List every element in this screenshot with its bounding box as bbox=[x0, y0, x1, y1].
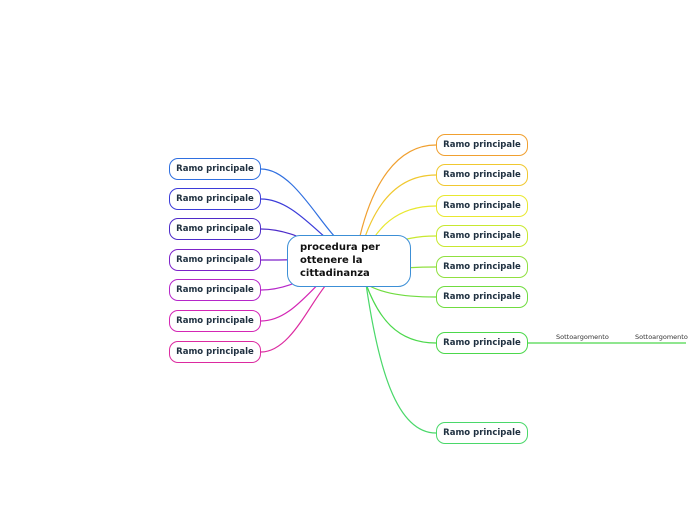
right-branch-node[interactable]: Ramo principale bbox=[436, 164, 528, 186]
branch-label: Ramo principale bbox=[176, 285, 254, 295]
left-branch-node[interactable]: Ramo principale bbox=[169, 310, 261, 332]
branch-label: Ramo principale bbox=[443, 140, 521, 150]
branch-label: Ramo principale bbox=[443, 231, 521, 241]
branch-label: Ramo principale bbox=[176, 224, 254, 234]
right-branch-node[interactable]: Ramo principale bbox=[436, 195, 528, 217]
subtopic-label[interactable]: Sottoargomento bbox=[556, 333, 609, 341]
left-branch-connector bbox=[260, 168, 337, 239]
left-branch-node[interactable]: Ramo principale bbox=[169, 249, 261, 271]
branch-label: Ramo principale bbox=[443, 428, 521, 438]
branch-label: Ramo principale bbox=[176, 316, 254, 326]
right-branch-connector bbox=[359, 144, 437, 237]
right-branch-connector bbox=[365, 283, 437, 434]
branch-label: Ramo principale bbox=[176, 194, 254, 204]
right-branch-node[interactable]: Ramo principale bbox=[436, 332, 528, 354]
right-branch-node[interactable]: Ramo principale bbox=[436, 225, 528, 247]
right-branch-connector bbox=[361, 174, 437, 247]
right-branch-connector bbox=[365, 283, 437, 344]
right-branch-node[interactable]: Ramo principale bbox=[436, 134, 528, 156]
right-branch-node[interactable]: Ramo principale bbox=[436, 256, 528, 278]
right-branch-node[interactable]: Ramo principale bbox=[436, 422, 528, 444]
left-branch-node[interactable]: Ramo principale bbox=[169, 218, 261, 240]
left-branch-node[interactable]: Ramo principale bbox=[169, 158, 261, 180]
central-topic[interactable]: procedura per ottenere la cittadinanza bbox=[287, 235, 411, 287]
branch-label: Ramo principale bbox=[176, 164, 254, 174]
subtopic-label[interactable]: Sottoargomento bbox=[635, 333, 688, 341]
left-branch-node[interactable]: Ramo principale bbox=[169, 341, 261, 363]
left-branch-node[interactable]: Ramo principale bbox=[169, 188, 261, 210]
branch-label: Ramo principale bbox=[443, 292, 521, 302]
left-branch-node[interactable]: Ramo principale bbox=[169, 279, 261, 301]
branch-label: Ramo principale bbox=[443, 338, 521, 348]
branch-label: Ramo principale bbox=[176, 347, 254, 357]
central-topic-label: procedura per ottenere la cittadinanza bbox=[300, 242, 380, 279]
branch-label: Ramo principale bbox=[176, 255, 254, 265]
branch-label: Ramo principale bbox=[443, 262, 521, 272]
branch-label: Ramo principale bbox=[443, 201, 521, 211]
left-branch-connector bbox=[260, 279, 331, 353]
branch-label: Ramo principale bbox=[443, 170, 521, 180]
right-branch-node[interactable]: Ramo principale bbox=[436, 286, 528, 308]
